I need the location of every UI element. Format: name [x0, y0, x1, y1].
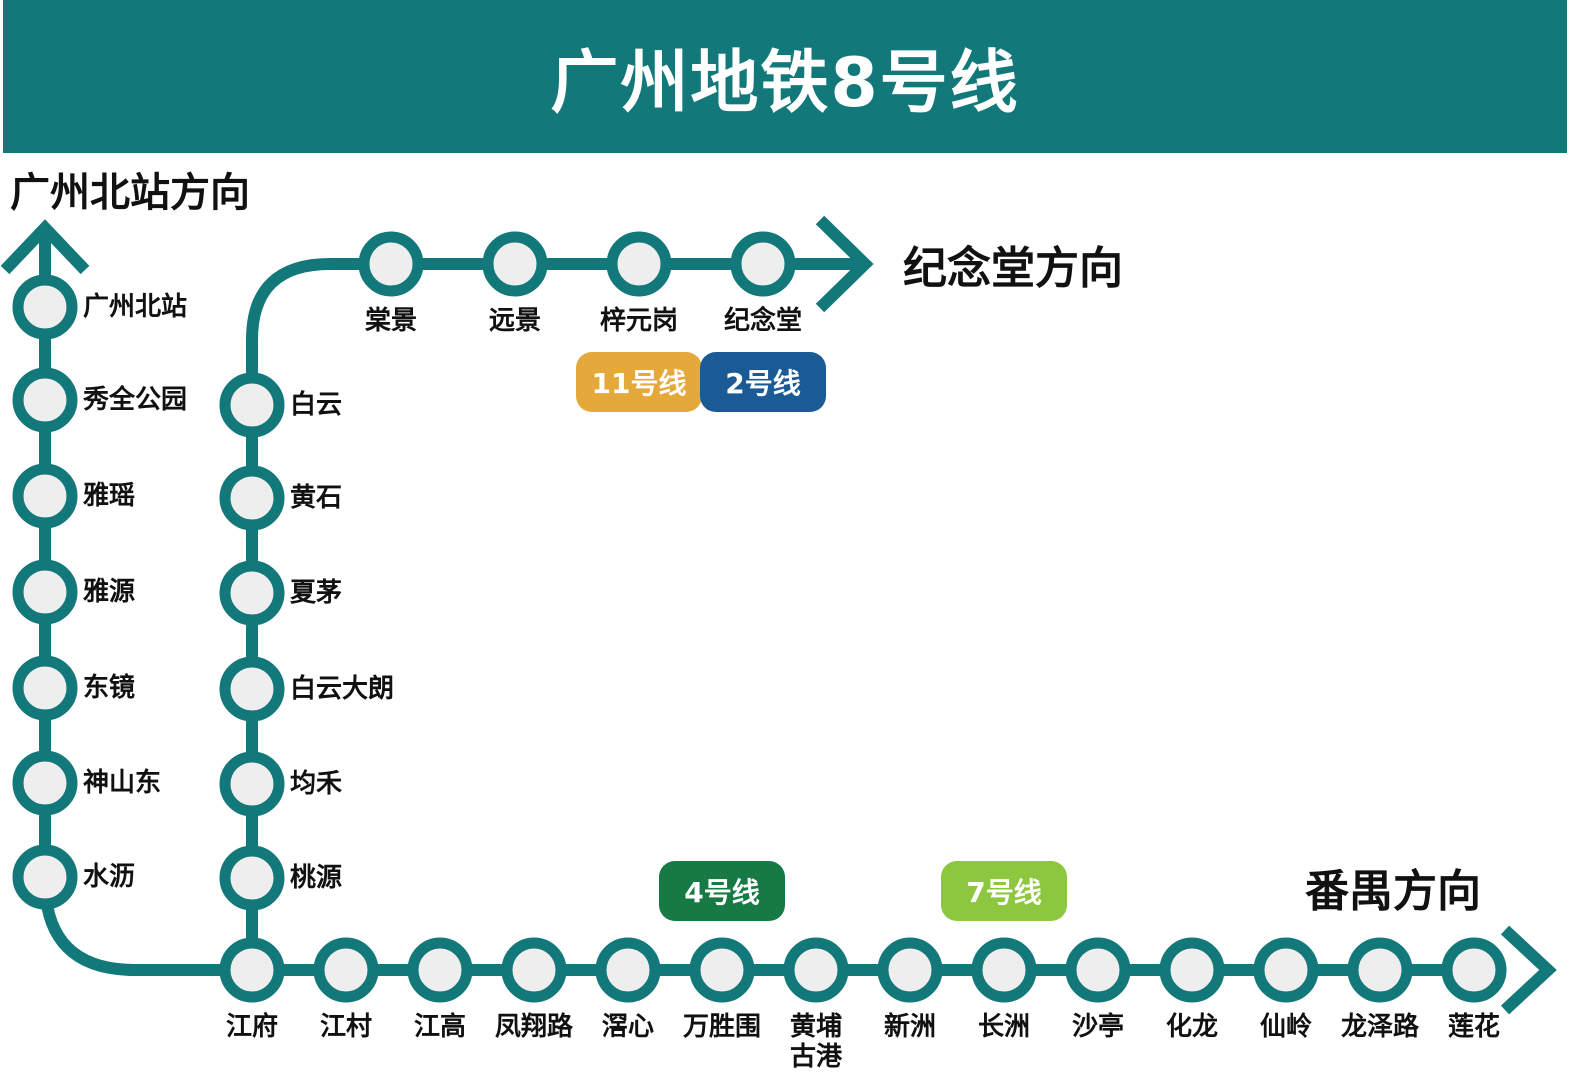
- station-label: 神山东: [83, 768, 162, 798]
- station-label: 江高: [413, 1012, 467, 1042]
- station-label: 黄石: [290, 483, 343, 513]
- arrow-jinian-icon: [815, 215, 874, 313]
- station-marker: [219, 937, 285, 1003]
- station-marker: [313, 937, 379, 1003]
- direction-north: 广州北站方向: [10, 170, 250, 216]
- station-marker: [877, 937, 943, 1003]
- station-label: 桃源: [290, 863, 343, 893]
- station-label: 化龙: [1165, 1012, 1219, 1042]
- station-label: 水沥: [83, 862, 136, 892]
- station-marker: [358, 231, 424, 297]
- direction-panyu: 番禺方向: [1305, 866, 1481, 917]
- station-marker: [12, 274, 78, 340]
- station-label: 棠景: [364, 306, 418, 336]
- station-marker: [12, 559, 78, 625]
- station-label: 江村: [319, 1012, 373, 1042]
- station-label: 白云大朗: [290, 674, 395, 704]
- station-marker: [12, 367, 78, 433]
- transfer-badge: 4号线: [659, 861, 785, 921]
- station-marker: [1159, 937, 1225, 1003]
- station-label: 沙亭: [1071, 1012, 1125, 1042]
- station-label: 东镜: [83, 673, 136, 703]
- station-marker: [219, 372, 285, 438]
- station-marker: [689, 937, 755, 1003]
- station-label: 长洲: [977, 1012, 1031, 1042]
- station-marker: [12, 655, 78, 721]
- arrow-north-icon: [0, 219, 90, 275]
- transfer-badge: 2号线: [700, 352, 826, 412]
- station-marker: [219, 465, 285, 531]
- direction-jinian: 纪念堂方向: [903, 243, 1123, 294]
- station-marker: [12, 844, 78, 910]
- station-marker: [1253, 937, 1319, 1003]
- station-label: 莲花: [1447, 1012, 1501, 1042]
- station-label: 龙泽路: [1340, 1012, 1420, 1042]
- station-label: 江府: [225, 1012, 279, 1042]
- station-label: 广州北站: [83, 292, 188, 322]
- station-label: 凤翔路: [494, 1012, 574, 1042]
- station-marker: [595, 937, 661, 1003]
- station-label: 均禾: [290, 769, 343, 799]
- arrow-panyu-icon: [1500, 925, 1557, 1015]
- station-label: 夏茅: [290, 578, 343, 608]
- header-bar: 广州地铁8号线: [3, 0, 1567, 153]
- station-label: 雅瑶: [83, 481, 136, 511]
- station-marker: [1065, 937, 1131, 1003]
- station-marker: [12, 463, 78, 529]
- station-marker: [407, 937, 473, 1003]
- station-label: 万胜围: [682, 1012, 762, 1042]
- station-marker: [501, 937, 567, 1003]
- station-label: 黄埔古港: [789, 1012, 843, 1072]
- station-label: 雅源: [83, 577, 136, 607]
- station-marker: [482, 231, 548, 297]
- station-layer: [12, 231, 1507, 1003]
- station-label: 新洲: [883, 1012, 937, 1042]
- transfer-badge: 7号线: [941, 861, 1067, 921]
- station-marker: [783, 937, 849, 1003]
- station-marker: [219, 845, 285, 911]
- track-line-branch: [246, 258, 860, 970]
- station-marker: [219, 656, 285, 722]
- station-label: 白云: [290, 390, 343, 420]
- station-label: 仙岭: [1259, 1012, 1313, 1042]
- station-label: 纪念堂: [723, 306, 803, 336]
- station-marker: [219, 751, 285, 817]
- station-label: 梓元岗: [599, 306, 679, 336]
- transfer-badge: 11号线: [576, 352, 702, 412]
- station-marker: [12, 750, 78, 816]
- station-label: 滘心: [601, 1012, 655, 1042]
- station-marker: [1347, 937, 1413, 1003]
- station-marker: [730, 231, 796, 297]
- page-title: 广州地铁8号线: [550, 44, 1020, 123]
- station-marker: [219, 560, 285, 626]
- station-marker: [606, 231, 672, 297]
- station-label: 远景: [488, 306, 542, 336]
- station-marker: [1441, 937, 1507, 1003]
- station-marker: [971, 937, 1037, 1003]
- station-label: 秀全公园: [83, 385, 188, 415]
